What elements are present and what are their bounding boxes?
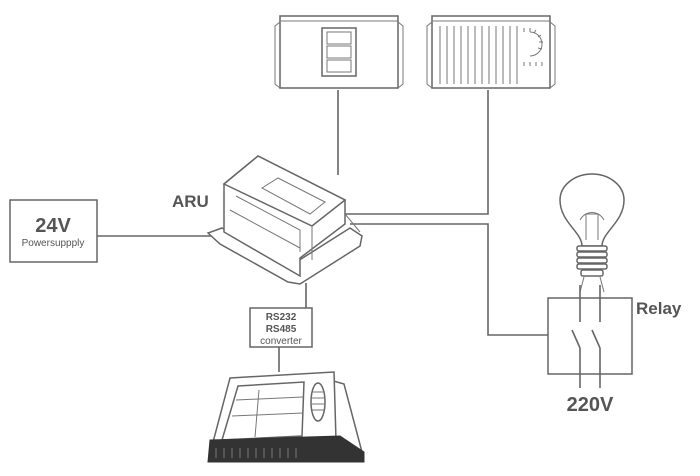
power-caption-label: Powersuppply (22, 238, 85, 249)
converter-line2-label: RS485 (266, 324, 297, 335)
wire-aru-to-relay (350, 223, 548, 336)
relay-label: Relay (636, 299, 682, 318)
panel-base (207, 435, 365, 463)
converter-line3-label: converter (260, 336, 302, 347)
touch-panel-icon (207, 371, 365, 463)
converter-box: RS232 RS485 converter (249, 307, 313, 348)
wire-aru-to-right-module (345, 90, 489, 215)
wires (97, 90, 548, 372)
mains-voltage-label: 220V (567, 394, 614, 416)
power-voltage-label: 24V (35, 215, 71, 237)
light-bulb-icon (559, 173, 625, 293)
thermostat-module-icon (426, 15, 556, 89)
display-module-icon (274, 15, 404, 89)
power-supply-box: 24V Powersuppply (9, 199, 98, 263)
relay-switch-icon (547, 285, 633, 388)
aru-label: ARU (172, 192, 209, 211)
converter-line1-label: RS232 (266, 312, 297, 323)
aru-device-icon (206, 155, 363, 285)
